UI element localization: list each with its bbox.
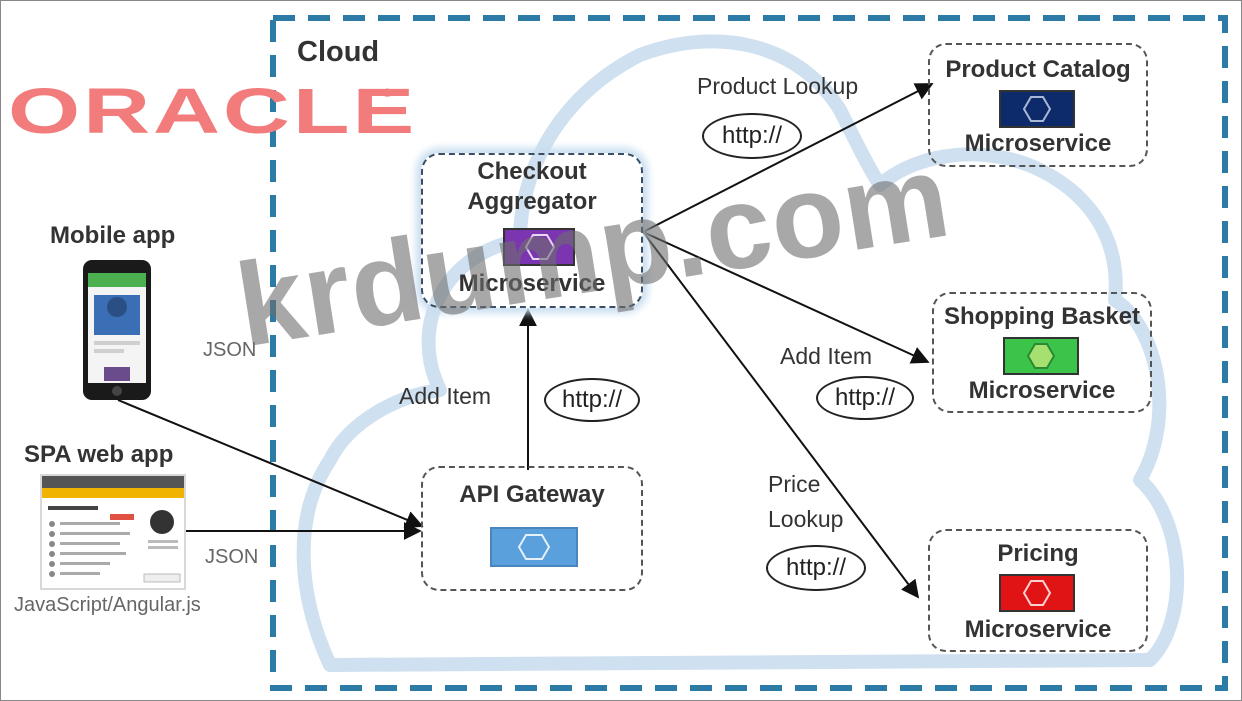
- http-oval-catalog: http://: [702, 113, 802, 159]
- arrow-checkout-to-catalog: [642, 83, 934, 233]
- cloud-shape: [296, 34, 1185, 672]
- checkout-subtitle: Microservice: [458, 270, 606, 297]
- microservice-icon: [503, 228, 575, 266]
- pricing-subtitle: Microservice: [964, 616, 1112, 643]
- basket-subtitle: Microservice: [968, 377, 1116, 404]
- browser-window-icon: [40, 474, 186, 590]
- add-item-label-basket: Add Item: [780, 343, 873, 369]
- arrow-checkout-to-pricing: [642, 231, 920, 599]
- arrow-mobile-to-gateway: [117, 399, 424, 529]
- microservice-icon: [1003, 337, 1079, 375]
- gateway-title: API Gateway: [459, 481, 605, 508]
- product-lookup-label: Product Lookup: [697, 73, 859, 99]
- cloud-border: [270, 15, 1228, 691]
- api-gateway-node: API Gateway: [421, 466, 643, 591]
- spa-web-app-label: SPA web app: [24, 441, 174, 468]
- oracle-logo: ORACLE: [8, 75, 418, 147]
- shopping-basket-node: Shopping Basket Microservice: [932, 292, 1152, 413]
- registered-mark: ®: [383, 86, 392, 100]
- arrow-checkout-to-basket: [642, 231, 930, 364]
- http-oval-pricing: http://: [766, 545, 866, 591]
- checkout-aggregator-node: Checkout Aggregator Microservice: [421, 153, 643, 308]
- price-lookup-label-line1: Price: [768, 471, 821, 497]
- product-catalog-node: Product Catalog Microservice: [928, 43, 1148, 167]
- basket-title: Shopping Basket: [943, 303, 1141, 330]
- pricing-node: Pricing Microservice: [928, 529, 1148, 652]
- mobile-app-label: Mobile app: [50, 222, 176, 249]
- microservice-icon: [490, 527, 578, 567]
- microservice-icon: [999, 574, 1075, 612]
- json-label-spa: JSON: [205, 546, 259, 568]
- price-lookup-label-line2: Lookup: [768, 506, 844, 532]
- pricing-title: Pricing: [997, 540, 1079, 567]
- checkout-title-line1: Checkout: [477, 158, 587, 185]
- microservice-icon: [999, 90, 1075, 128]
- add-item-label-checkout: Add Item: [399, 383, 492, 409]
- http-oval-checkout: http://: [544, 378, 640, 422]
- spa-tech-caption: JavaScript/Angular.js: [14, 594, 201, 616]
- mobile-phone-icon: [83, 260, 151, 400]
- catalog-title: Product Catalog: [945, 56, 1131, 83]
- cloud-label: Cloud: [297, 36, 380, 68]
- http-oval-basket: http://: [816, 376, 914, 420]
- checkout-title-line2: Aggregator: [467, 188, 597, 215]
- json-label-mobile: JSON: [203, 339, 257, 361]
- catalog-subtitle: Microservice: [964, 130, 1112, 157]
